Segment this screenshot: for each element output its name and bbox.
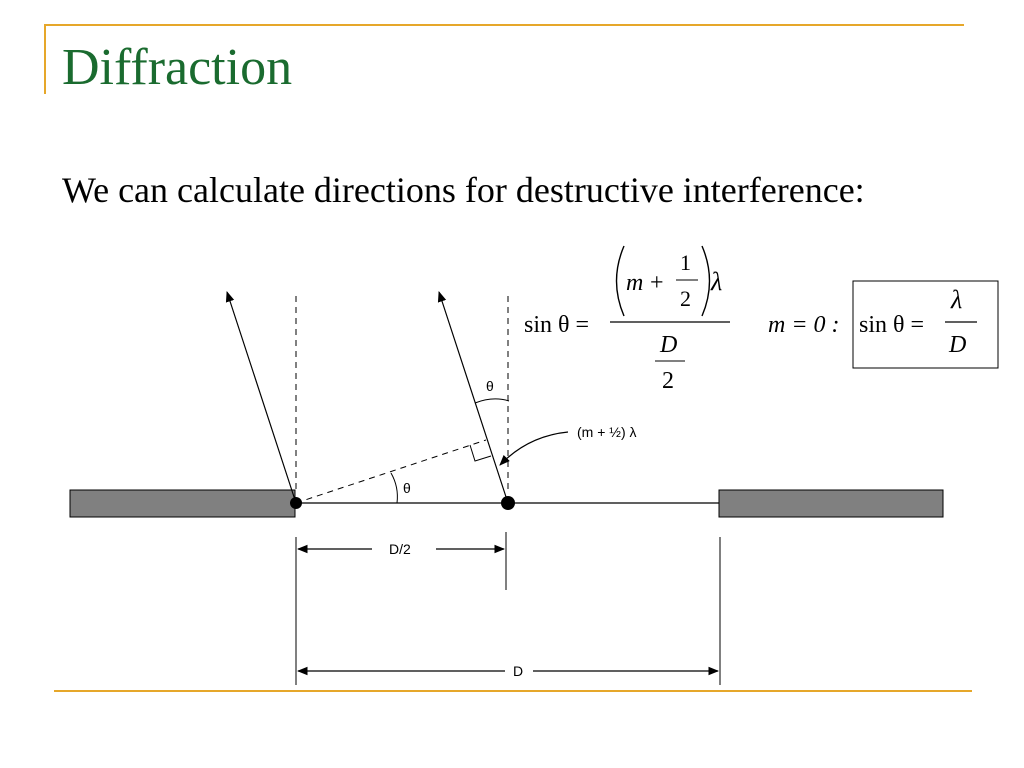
path-difference-label: (m + ½) λ: [577, 424, 637, 440]
paren-right: [701, 245, 711, 317]
half-width-label: D/2: [389, 541, 411, 557]
formula-m0-D: D: [948, 332, 966, 358]
frame-top-rule: [44, 24, 964, 26]
ray-mid: [437, 290, 509, 504]
formula-general-lhs: sin θ =: [524, 312, 589, 338]
formula-m0-condition: m = 0 :: [768, 312, 840, 338]
formula-m0-lhs: sin θ =: [859, 312, 924, 338]
theta-bottom-label: θ: [403, 480, 411, 496]
leader-arrow: [499, 431, 569, 466]
paren-left: [615, 245, 625, 317]
formula-m0-box: [852, 280, 999, 369]
source-point-left: [290, 497, 302, 509]
width-label: D: [513, 663, 523, 679]
ray-left: [225, 290, 297, 504]
formula-general-one: 1: [680, 250, 691, 275]
frame-bottom-rule: [54, 690, 972, 692]
formula-general: sin θ = m + 1 2 λ D 2: [524, 245, 730, 394]
formula-general-lambda: λ: [710, 267, 722, 296]
formula-general-D: D: [659, 332, 677, 358]
left-barrier: [69, 489, 296, 518]
theta-arc-top: [474, 398, 510, 404]
right-angle-marker: [469, 444, 492, 462]
formula-m0: m = 0 : sin θ = λ D: [768, 280, 999, 369]
path-difference-dashed: [295, 439, 487, 504]
frame-left-rule: [44, 24, 46, 94]
slide-title: Diffraction: [62, 39, 293, 96]
right-barrier: [718, 489, 944, 518]
theta-arc-bottom: [390, 472, 398, 504]
formula-general-m: m: [626, 270, 643, 296]
formula-general-den-two: 2: [662, 368, 674, 394]
source-point-mid: [501, 496, 515, 510]
formula-m0-lambda: λ: [950, 285, 962, 314]
formula-general-two: 2: [680, 286, 691, 311]
theta-top-label: θ: [486, 378, 494, 394]
slide-subtitle: We can calculate directions for destruct…: [62, 170, 865, 210]
formula-general-plus: +: [650, 270, 664, 296]
